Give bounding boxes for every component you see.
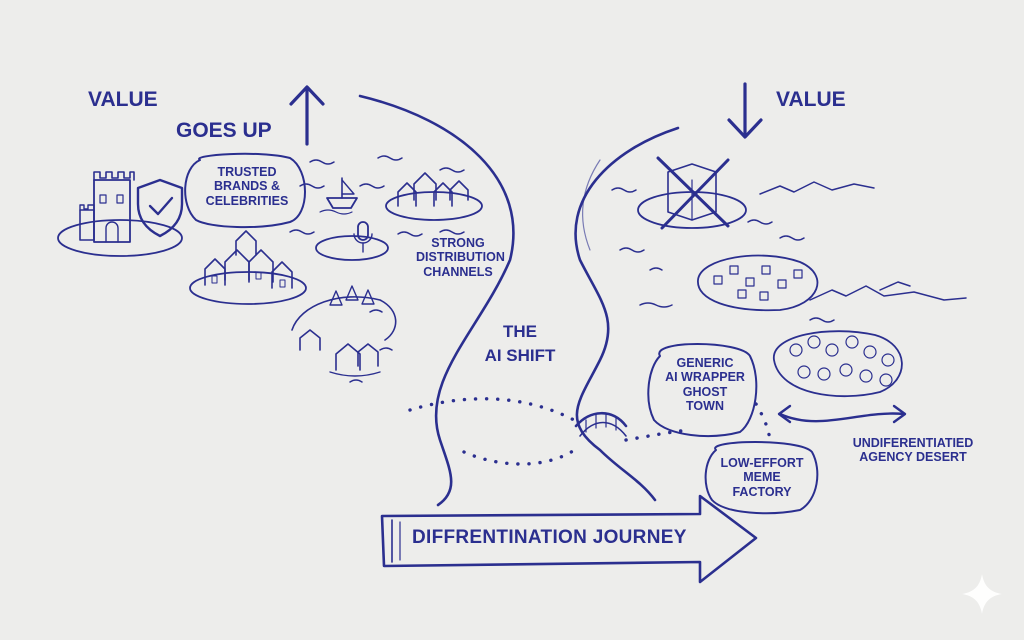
journey-label: DIFFRENTINATION JOURNEY <box>412 527 687 548</box>
island-icon <box>385 172 483 221</box>
double-arrow-icon <box>777 404 907 424</box>
arrow-up-icon <box>289 85 325 146</box>
left-waves <box>289 155 465 383</box>
boat-icon <box>319 177 358 215</box>
right-terrain <box>611 181 967 323</box>
village-icon <box>189 230 307 305</box>
chasm-left-edge <box>358 94 515 507</box>
strong-distribution-label: STRONG DISTRIBUTION CHANNELS <box>416 236 505 279</box>
value-right-label: VALUE <box>776 88 846 111</box>
bridge-icon <box>574 412 628 437</box>
agency-desert-label: UNDIFERENTIATIED AGENCY DESERT <box>852 436 974 465</box>
crowded-island <box>697 254 819 312</box>
trusted-bubble <box>184 152 306 229</box>
ghost-crowd-island <box>773 330 903 398</box>
generic-wrapper-label: GENERIC AI WRAPPER GHOST TOWN <box>665 356 745 414</box>
journey-arrow <box>380 494 758 584</box>
arrow-down-icon <box>727 82 763 139</box>
dotted-path <box>408 397 772 466</box>
ai-shift-label: THE AI SHIFT <box>484 322 556 365</box>
crossed-building-icon <box>637 156 747 230</box>
trees-icon <box>291 285 397 377</box>
value-left-label: VALUE <box>88 88 158 111</box>
generic-bubble <box>647 343 758 437</box>
sparkle-icon <box>962 574 1002 614</box>
castle-icon <box>57 171 183 257</box>
meme-bubble <box>704 441 819 515</box>
chasm-right-edge <box>574 126 680 502</box>
goes-up-label: GOES UP <box>176 119 272 142</box>
meme-factory-label: LOW-EFFORT MEME FACTORY <box>720 456 804 499</box>
trusted-brands-label: TRUSTED BRANDS & CELEBRITIES <box>205 165 289 208</box>
microphone-icon <box>315 221 389 261</box>
shield-check-icon <box>136 178 184 238</box>
